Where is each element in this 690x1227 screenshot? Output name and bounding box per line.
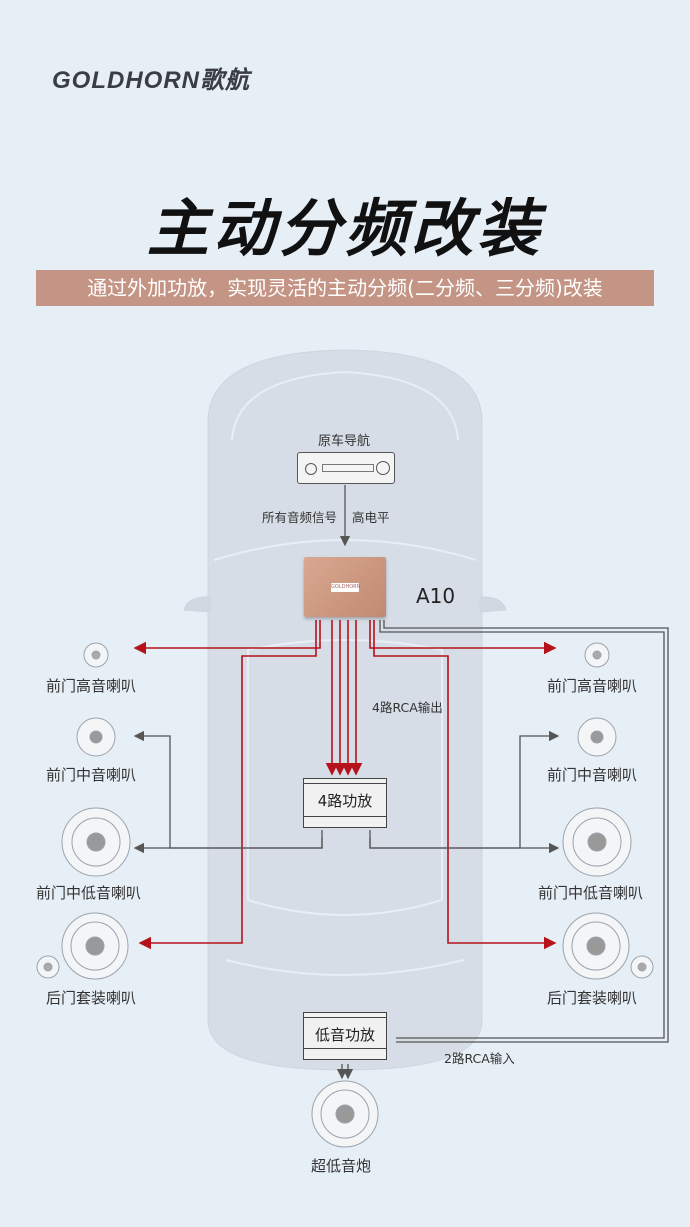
signal-level: 高电平 — [352, 510, 390, 525]
right-speaker-label: 前门中低音喇叭 — [538, 884, 644, 902]
four-channel-amp-label: 4路功放 — [317, 792, 373, 810]
left-speaker-label: 后门套装喇叭 — [46, 989, 137, 1007]
left-speaker-label: 前门中低音喇叭 — [36, 884, 142, 902]
a10-label: A10 — [416, 584, 456, 608]
speaker-icon — [562, 912, 630, 980]
speaker-icon — [61, 807, 131, 877]
subtitle-banner: 通过外加功放，实现灵活的主动分频(二分频、三分频)改装 — [36, 270, 654, 306]
speaker-icon — [61, 912, 129, 980]
right-speaker-label: 前门中音喇叭 — [547, 766, 638, 784]
radio-icon — [297, 452, 395, 484]
sub-amp-label: 低音功放 — [314, 1026, 375, 1044]
head-unit-label: 原车导航 — [318, 434, 371, 449]
a10-badge: GOLDHORN — [331, 583, 361, 592]
subwoofer-label: 超低音炮 — [311, 1157, 372, 1175]
left-speaker-label: 前门中音喇叭 — [46, 766, 137, 784]
speaker-icon — [630, 955, 654, 979]
subwoofer-icon — [311, 1080, 379, 1148]
right-speaker-label: 前门高音喇叭 — [547, 677, 638, 695]
speaker-icon — [36, 955, 60, 979]
signal-label: 所有音频信号 — [262, 510, 338, 525]
four-channel-amplifier: 4路功放 — [303, 778, 387, 828]
speaker-icon — [83, 642, 109, 668]
rca-out-label: 4路RCA输出 — [372, 700, 443, 715]
brand-logo: GOLDHORN歌航 — [52, 67, 250, 94]
page-title: 主动分频改装 — [146, 192, 543, 265]
rca-in-label: 2路RCA输入 — [444, 1051, 515, 1066]
speaker-icon — [577, 717, 617, 757]
sub-amplifier: 低音功放 — [303, 1012, 387, 1060]
speaker-icon — [584, 642, 610, 668]
right-speaker-label: 后门套装喇叭 — [547, 989, 638, 1007]
speaker-icon — [562, 807, 632, 877]
left-speaker-label: 前门高音喇叭 — [46, 677, 137, 695]
speaker-icon — [76, 717, 116, 757]
